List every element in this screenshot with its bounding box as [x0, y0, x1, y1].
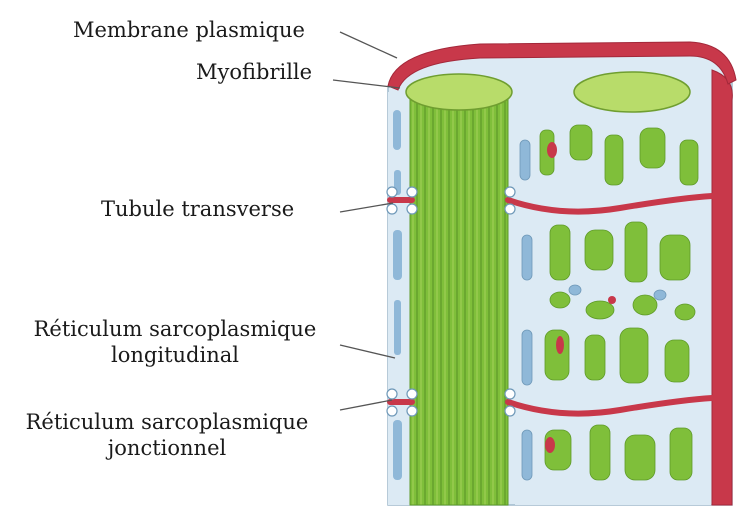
right-reticulum-network — [515, 118, 711, 505]
longitudinal-sr-leader — [340, 345, 395, 358]
membrane-leader — [340, 32, 397, 58]
myofibril-top — [406, 74, 512, 110]
junctional-sr-leader — [340, 400, 392, 410]
left-reticulum — [388, 92, 410, 505]
t-tubule-leader — [340, 203, 393, 212]
second-myofibril-top — [574, 72, 690, 112]
